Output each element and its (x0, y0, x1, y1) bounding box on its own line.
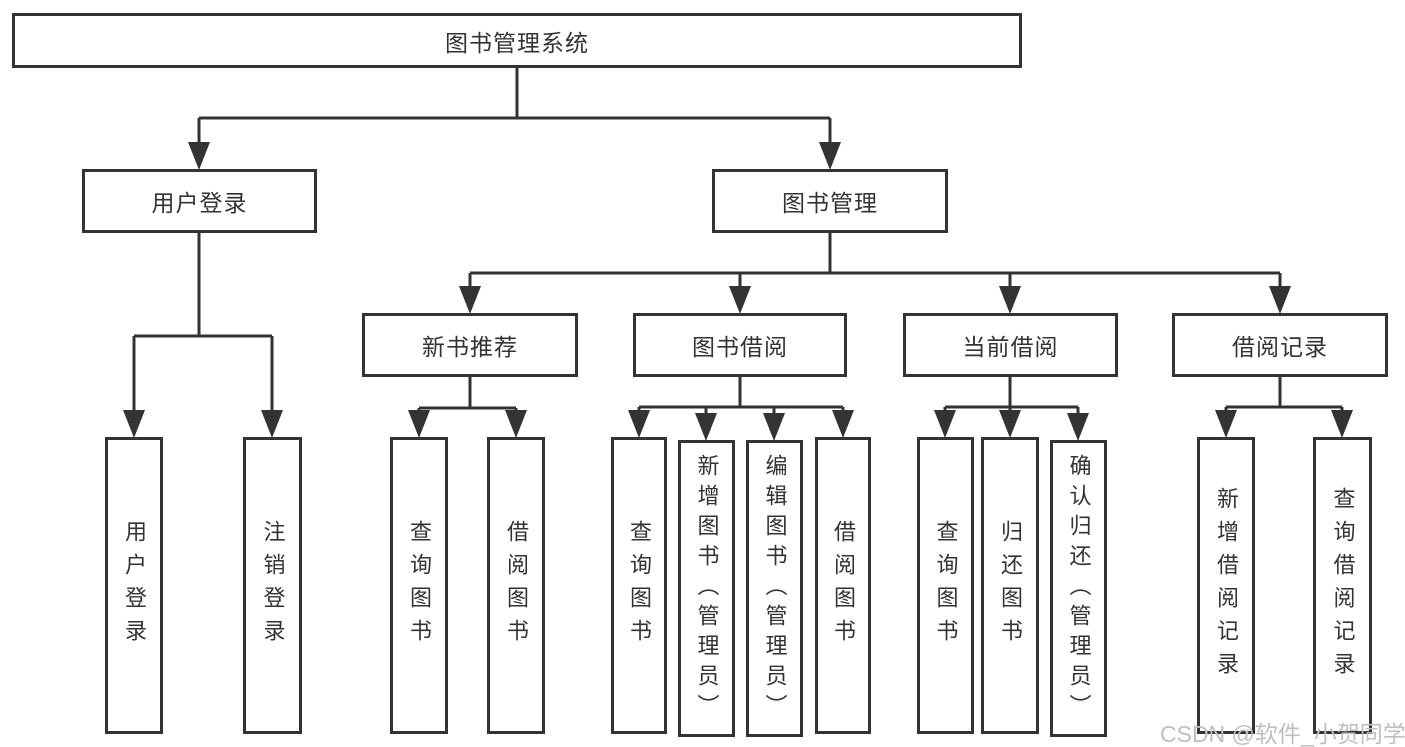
leaf-return-books: 归还图书 (981, 437, 1039, 734)
node-book-management: 图书管理 (712, 169, 948, 233)
leaf-add-books-admin: 新增图书（管理员） (678, 440, 735, 737)
leaf-label: 确认归还（管理员） (1066, 453, 1092, 724)
leaf-label: 注销登录 (260, 519, 286, 652)
leaf-confirm-return-admin: 确认归还（管理员） (1050, 440, 1107, 737)
leaf-query-books-borrow: 查询图书 (611, 437, 667, 734)
leaf-add-borrow-record: 新增借阅记录 (1197, 437, 1255, 734)
leaf-label: 借阅图书 (831, 519, 856, 652)
leaf-query-borrow-record: 查询借阅记录 (1313, 437, 1372, 734)
leaf-label: 归还图书 (998, 519, 1023, 652)
leaf-user-login: 用户登录 (105, 437, 163, 734)
leaf-query-books-current: 查询图书 (917, 437, 974, 734)
leaf-label: 查询图书 (407, 519, 432, 652)
leaf-label: 查询图书 (627, 519, 652, 652)
leaf-borrow-books: 借阅图书 (815, 437, 871, 734)
node-library-management-system: 图书管理系统 (12, 13, 1022, 68)
node-borrowing-records: 借阅记录 (1172, 313, 1388, 377)
leaf-borrow-books-recommend: 借阅图书 (487, 437, 545, 734)
node-current-borrowing: 当前借阅 (903, 313, 1118, 377)
node-new-book-recommend: 新书推荐 (362, 313, 578, 377)
leaf-label: 查询借阅记录 (1330, 486, 1356, 685)
leaf-edit-books-admin: 编辑图书（管理员） (746, 440, 803, 737)
connector-lines (132, 68, 1344, 420)
csdn-watermark: CSDN @软件_小贺同学 (1160, 721, 1405, 747)
leaf-label: 查询图书 (933, 519, 959, 652)
leaf-label: 编辑图书（管理员） (762, 453, 788, 724)
leaf-label: 借阅图书 (504, 519, 529, 652)
leaf-label: 用户登录 (122, 519, 147, 652)
arrowheads (123, 142, 1353, 441)
node-book-borrowing: 图书借阅 (633, 313, 847, 377)
leaf-label: 新增借阅记录 (1214, 486, 1239, 685)
leaf-logout: 注销登录 (243, 437, 302, 734)
leaf-query-books-recommend: 查询图书 (390, 437, 448, 734)
leaf-label: 新增图书（管理员） (694, 453, 720, 724)
node-user-login: 用户登录 (82, 169, 317, 233)
